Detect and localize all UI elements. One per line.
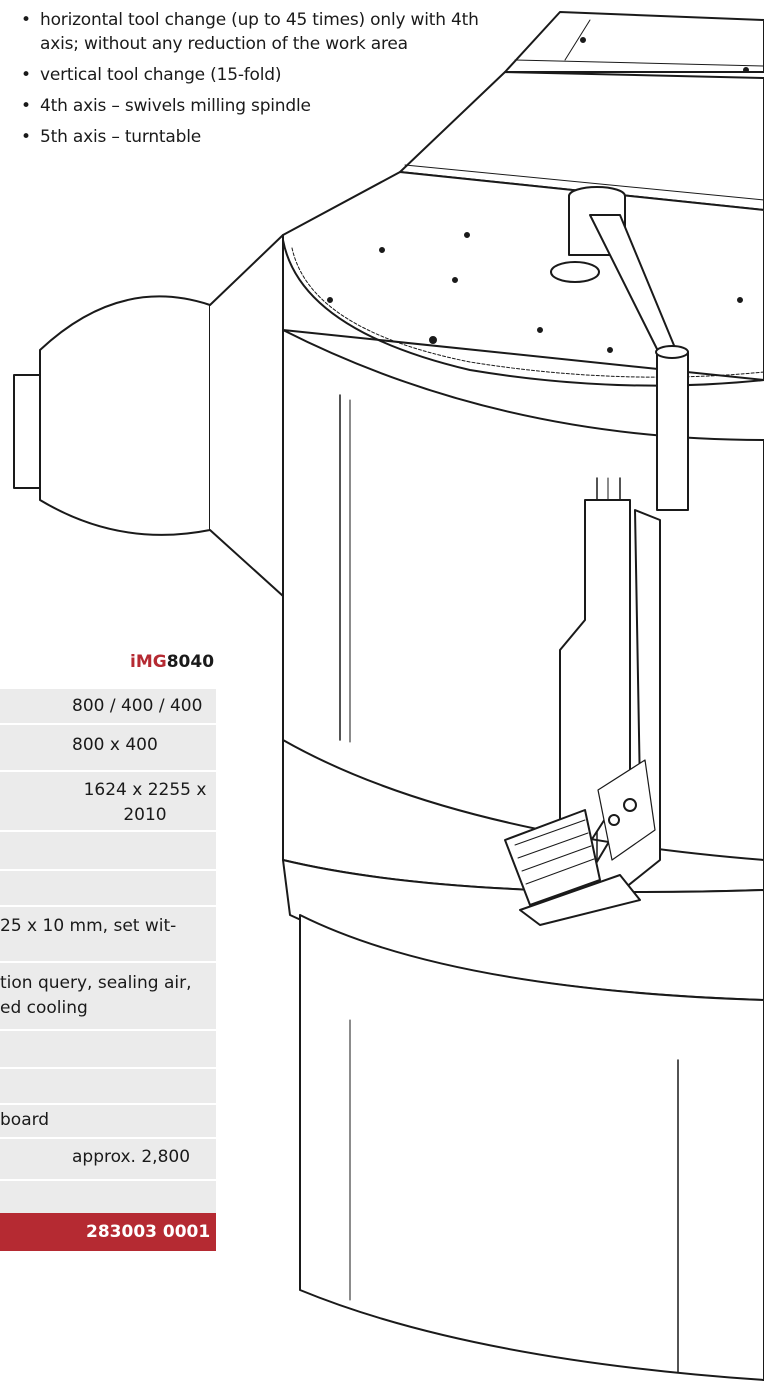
spec-row [0,1067,216,1103]
spec-row [0,1029,216,1067]
spec-value: 25 x 10 mm, set wit- [0,916,177,936]
model-number: 8040 [166,652,215,672]
spec-value: tion query, sealing air, ed cooling [0,973,192,1018]
spec-value: approx. 2,800 [72,1147,191,1167]
spec-value: board [0,1110,50,1130]
model-title: iMG8040 [130,652,214,672]
feature-item: 4th axis – swivels milling spindle [0,94,520,118]
article-number-row: 283003 0001 [0,1213,216,1251]
spec-row: 800 / 400 / 400 [0,687,216,723]
feature-list: horizontal tool change (up to 45 times) … [0,8,520,156]
feature-item: horizontal tool change (up to 45 times) … [0,8,520,56]
feature-item: 5th axis – turntable [0,125,520,149]
spec-value: 800 x 400 [72,735,158,755]
spec-row: 25 x 10 mm, set wit- [0,905,216,961]
spec-value: 1624 x 2255 x 2010 [83,780,207,825]
spec-row: approx. 2,800 [0,1137,216,1179]
spec-row [0,830,216,869]
spec-row [0,869,216,905]
spec-row: board [0,1103,216,1137]
feature-item: vertical tool change (15-fold) [0,63,520,87]
model-prefix: iMG [130,652,167,672]
spec-value: 800 / 400 / 400 [72,696,203,716]
spec-row [0,1179,216,1213]
spec-row: tion query, sealing air, ed cooling [0,961,216,1029]
spec-row: 1624 x 2255 x 2010 [0,770,216,830]
article-number: 283003 0001 [86,1222,211,1242]
spec-row: 800 x 400 [0,723,216,770]
